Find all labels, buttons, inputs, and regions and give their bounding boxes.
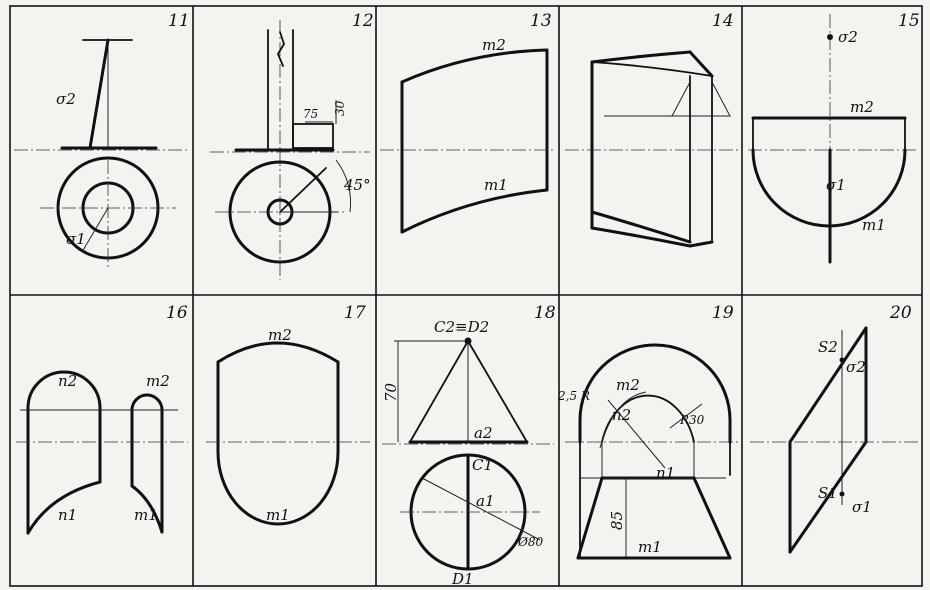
- label: C1: [472, 456, 493, 474]
- label: m1: [862, 216, 886, 234]
- dimension: 2,5 R: [557, 389, 590, 403]
- dimension: 70: [382, 382, 400, 402]
- panel-number: 11: [168, 11, 190, 31]
- panel-12: 12 75 30 45°: [210, 11, 374, 280]
- label: C2≡D2: [434, 318, 489, 336]
- label: n2: [58, 372, 77, 390]
- panel-number: 19: [712, 303, 734, 323]
- label: a1: [476, 492, 495, 510]
- panel-19: 19 2,5 R m2 n2 R30 n1 85 m1: [557, 303, 738, 560]
- panel-11: 11 σ2 σ1: [14, 11, 190, 268]
- panel-number: 18: [534, 303, 556, 323]
- grid-frame: [9, 5, 923, 587]
- label: m1: [134, 506, 158, 524]
- label: m2: [146, 372, 170, 390]
- panel-17: 17 m2 m1: [206, 303, 370, 526]
- panel-number: 14: [712, 11, 734, 31]
- label: D1: [451, 570, 474, 588]
- label: m2: [850, 98, 874, 116]
- panel-18: 18 C2≡D2 70 a2 C1 a1 Ø80 D1: [382, 303, 556, 588]
- panel-16: 16 n2 m2 n1 m1: [16, 303, 188, 535]
- label: m1: [638, 538, 662, 556]
- label: S2: [818, 338, 838, 356]
- dimension: 30: [333, 100, 347, 116]
- panel-13: 13 m2 m1: [380, 11, 555, 234]
- panel-20: 20 S2 σ2 S1 σ1: [750, 303, 918, 554]
- label: n2: [612, 406, 631, 424]
- label: S1: [818, 484, 838, 502]
- label: σ2: [846, 358, 866, 376]
- label: m1: [266, 506, 290, 524]
- dimension: 45°: [343, 176, 371, 194]
- panel-number: 15: [898, 11, 920, 31]
- dimension: 85: [608, 511, 626, 530]
- label: m2: [482, 36, 506, 54]
- label: σ2: [838, 28, 858, 46]
- panel-number: 16: [166, 303, 188, 323]
- label: σ1: [852, 498, 872, 516]
- panel-14: 14: [565, 11, 738, 248]
- panel-number: 12: [352, 11, 374, 31]
- label: n1: [656, 464, 675, 482]
- dimension: 75: [303, 107, 318, 121]
- label: σ1: [66, 230, 86, 248]
- label: σ2: [56, 90, 76, 108]
- label: σ1: [826, 176, 846, 194]
- label: m2: [268, 326, 292, 344]
- panel-number: 13: [530, 11, 552, 31]
- label: m2: [616, 376, 640, 394]
- panel-15: 15 σ2 m2 σ1 m1: [748, 11, 920, 264]
- dimension: R30: [679, 413, 705, 427]
- panel-number: 17: [344, 303, 366, 323]
- label: n1: [58, 506, 77, 524]
- dimension: Ø80: [517, 535, 543, 549]
- label: a2: [474, 424, 493, 442]
- panel-number: 20: [889, 303, 912, 323]
- label: m1: [484, 176, 508, 194]
